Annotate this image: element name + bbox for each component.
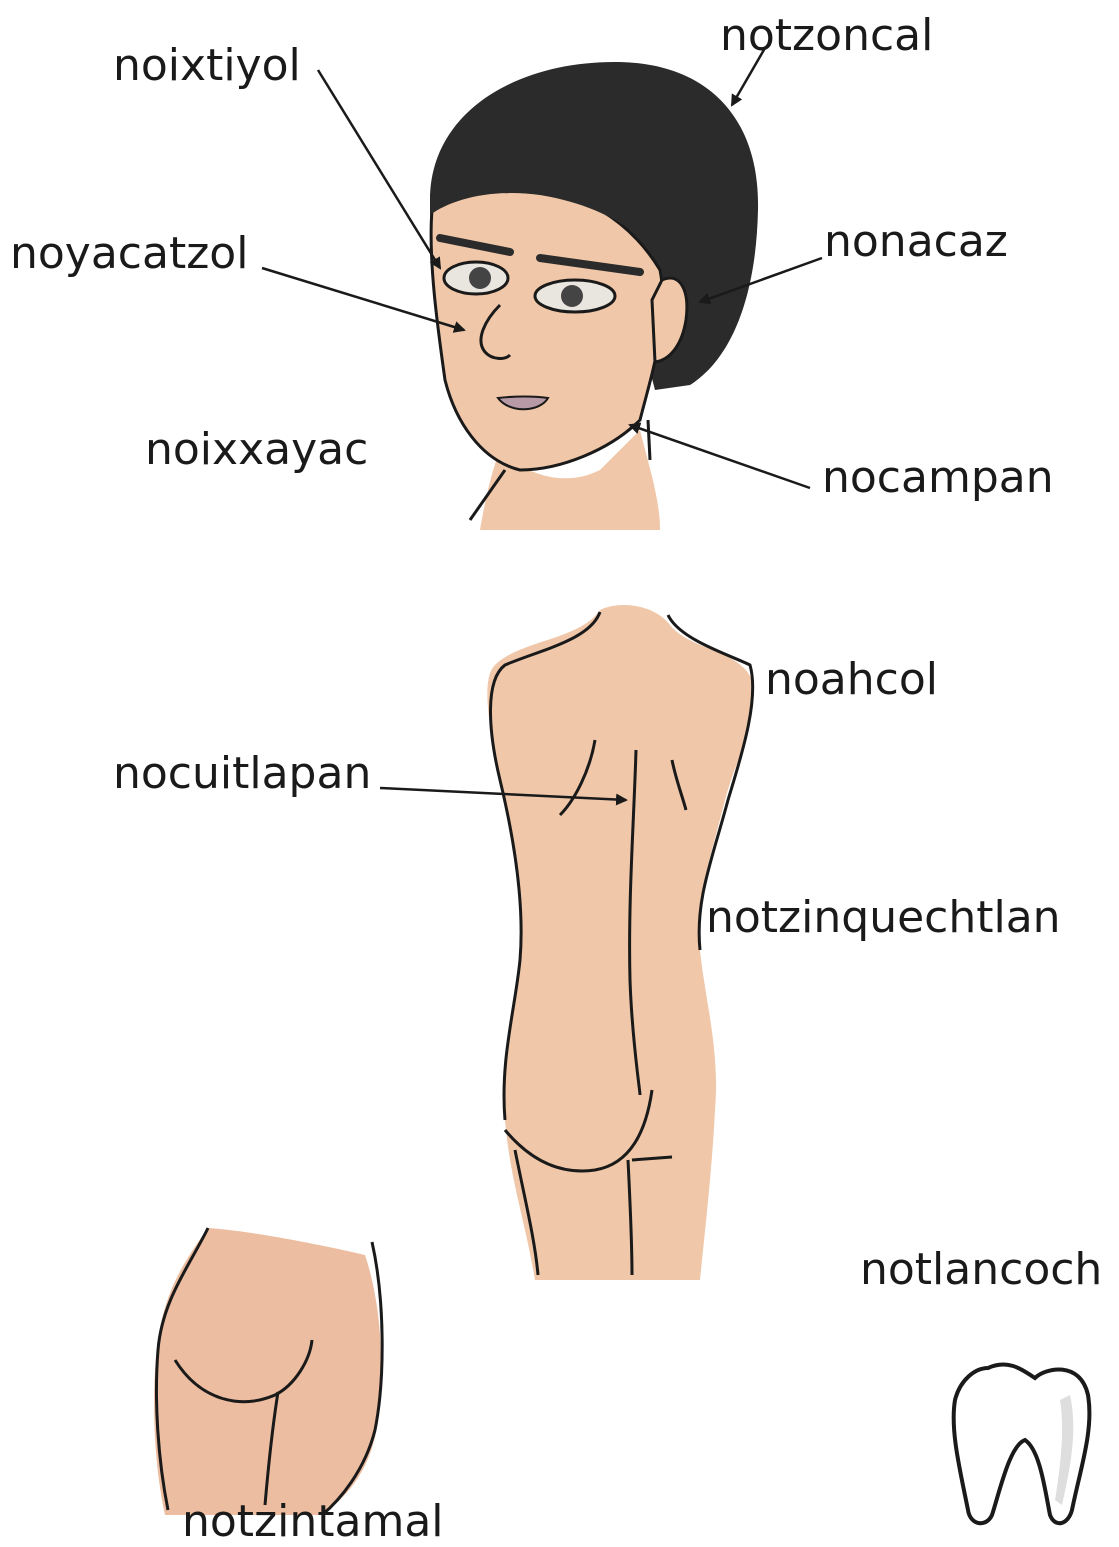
neck-pointer xyxy=(630,425,810,488)
right-pupil xyxy=(561,285,583,307)
left-pupil xyxy=(469,267,491,289)
tooth-drawing xyxy=(954,1365,1090,1524)
label-shoulder: noahcol xyxy=(765,658,938,702)
label-buttocks: notzintamal xyxy=(182,1500,444,1544)
label-hair: notzoncal xyxy=(720,14,933,58)
eye-pointer xyxy=(318,70,440,268)
head-drawing xyxy=(430,62,758,530)
label-face: noixxayac xyxy=(145,428,368,472)
label-tooth: notlancoch xyxy=(860,1248,1102,1292)
label-nose: noyacatzol xyxy=(10,232,248,276)
label-ear: nonacaz xyxy=(824,220,1008,264)
label-eye: noixtiyol xyxy=(113,44,301,88)
label-waist: notzinquechtlan xyxy=(706,896,1061,940)
label-neck: nocampan xyxy=(822,456,1054,500)
neck-line-right xyxy=(648,420,650,460)
buttocks-drawing xyxy=(154,1228,382,1515)
label-back: nocuitlapan xyxy=(113,752,371,796)
